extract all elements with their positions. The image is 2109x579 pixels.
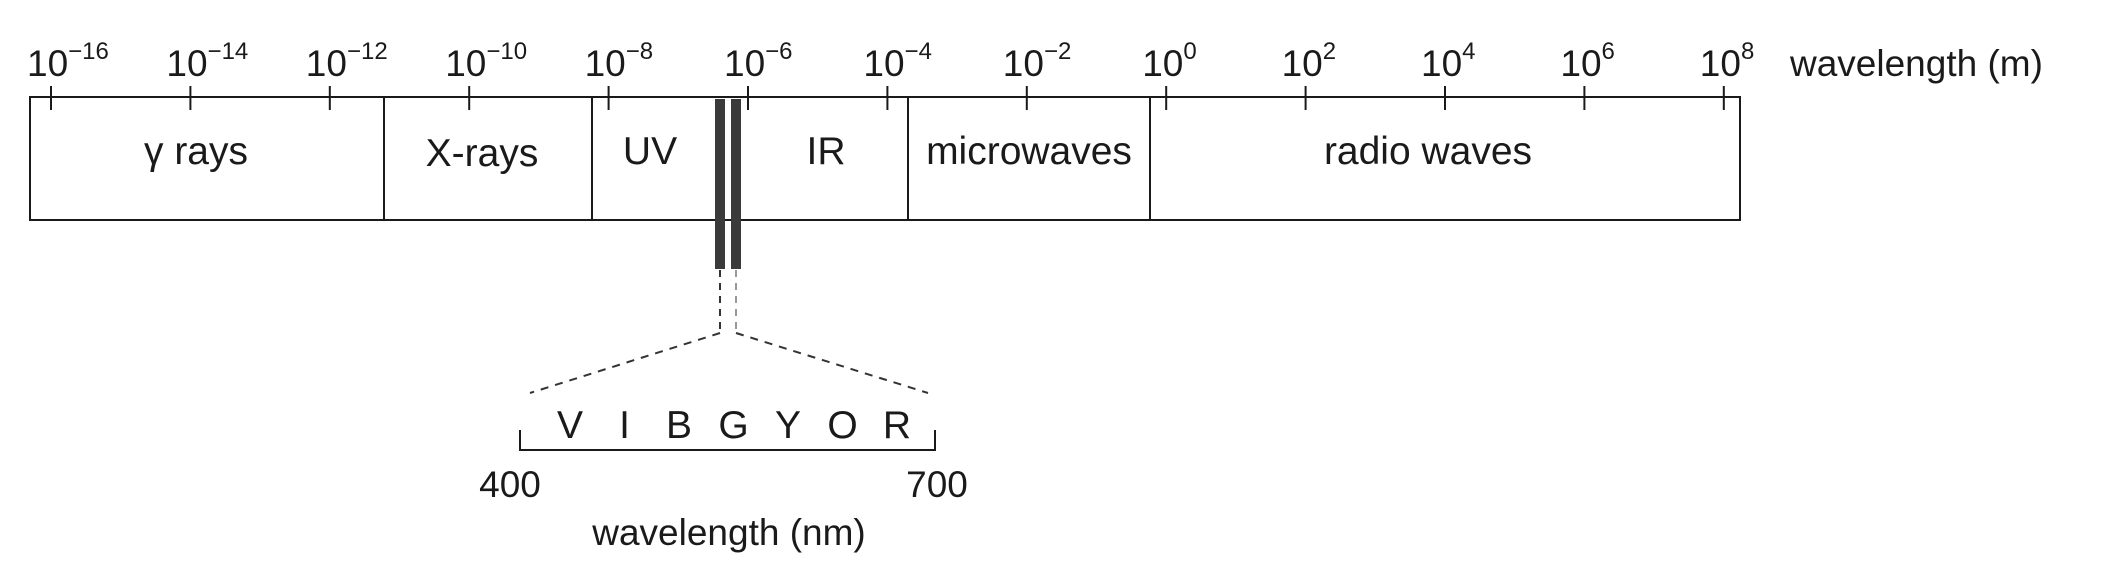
color-letter: B <box>666 404 692 447</box>
tick-label-exponent: −16 <box>68 38 109 65</box>
tick-label: 10−14 <box>166 38 248 84</box>
tick-label: 108 <box>1700 38 1755 84</box>
tick-label-exponent: −2 <box>1044 38 1071 65</box>
tick-label: 10−16 <box>27 38 109 84</box>
tick-label-base: 10 <box>585 43 626 84</box>
color-letter: Y <box>775 404 801 447</box>
color-letter: O <box>827 404 857 447</box>
tick-label-base: 10 <box>306 43 347 84</box>
tick-label-exponent: 8 <box>1741 38 1754 65</box>
visible-bar-right <box>731 99 741 269</box>
tick-label: 104 <box>1421 38 1476 84</box>
tick-label: 10−4 <box>863 38 932 84</box>
tick-label-exponent: −4 <box>905 38 932 65</box>
tick-label-base: 10 <box>1421 43 1462 84</box>
visible-unit-label: wavelength (nm) <box>591 512 866 553</box>
tick-label-base: 10 <box>166 43 207 84</box>
tick-label-exponent: 0 <box>1183 38 1196 65</box>
color-letter: I <box>619 404 630 447</box>
visible-bracket <box>519 430 936 451</box>
color-letter: V <box>557 404 583 447</box>
tick-label-exponent: −10 <box>486 38 527 65</box>
band-label-xray: X-rays <box>426 132 539 175</box>
tick-label: 102 <box>1282 38 1337 84</box>
visible-max-label: 700 <box>906 464 968 505</box>
band-label-gamma: γ rays <box>144 130 248 173</box>
tick-label-base: 10 <box>1560 43 1601 84</box>
tick-label-exponent: −14 <box>208 38 249 65</box>
visible-bar-left <box>715 99 725 269</box>
tick-marks <box>50 86 1725 110</box>
tick-label: 10−12 <box>306 38 388 84</box>
color-letter: G <box>718 404 748 447</box>
band-label-radio: radio waves <box>1324 130 1532 173</box>
tick-label-exponent: 6 <box>1602 38 1615 65</box>
tick-label-exponent: −12 <box>347 38 388 65</box>
zoom-line-right <box>735 332 929 394</box>
tick-label: 106 <box>1560 38 1615 84</box>
tick-label-base: 10 <box>1003 43 1044 84</box>
band-label-uv: UV <box>623 130 677 173</box>
tick-label-exponent: 2 <box>1323 38 1336 65</box>
tick-label-base: 10 <box>1700 43 1741 84</box>
tick-label-exponent: −8 <box>626 38 653 65</box>
tick-label: 10−10 <box>445 38 527 84</box>
tick-label: 10−6 <box>724 38 793 84</box>
tick-label-exponent: 4 <box>1462 38 1475 65</box>
tick-label: 10−8 <box>585 38 654 84</box>
band-label-microwave: microwaves <box>926 130 1132 173</box>
zoom-line-left <box>529 332 721 394</box>
color-letter: R <box>883 404 911 447</box>
tick-label-base: 10 <box>27 43 68 84</box>
tick-label-base: 10 <box>1142 43 1183 84</box>
tick-label-base: 10 <box>724 43 765 84</box>
spectrum-band-frame <box>29 96 1741 221</box>
tick-label-base: 10 <box>863 43 904 84</box>
tick-label: 10−2 <box>1003 38 1072 84</box>
tick-label: 100 <box>1142 38 1197 84</box>
tick-label-exponent: −6 <box>765 38 792 65</box>
band-label-ir: IR <box>807 130 846 173</box>
visible-min-label: 400 <box>479 464 541 505</box>
tick-label-base: 10 <box>445 43 486 84</box>
axis-unit-label: wavelength (m) <box>1789 43 2043 84</box>
tick-label-base: 10 <box>1282 43 1323 84</box>
